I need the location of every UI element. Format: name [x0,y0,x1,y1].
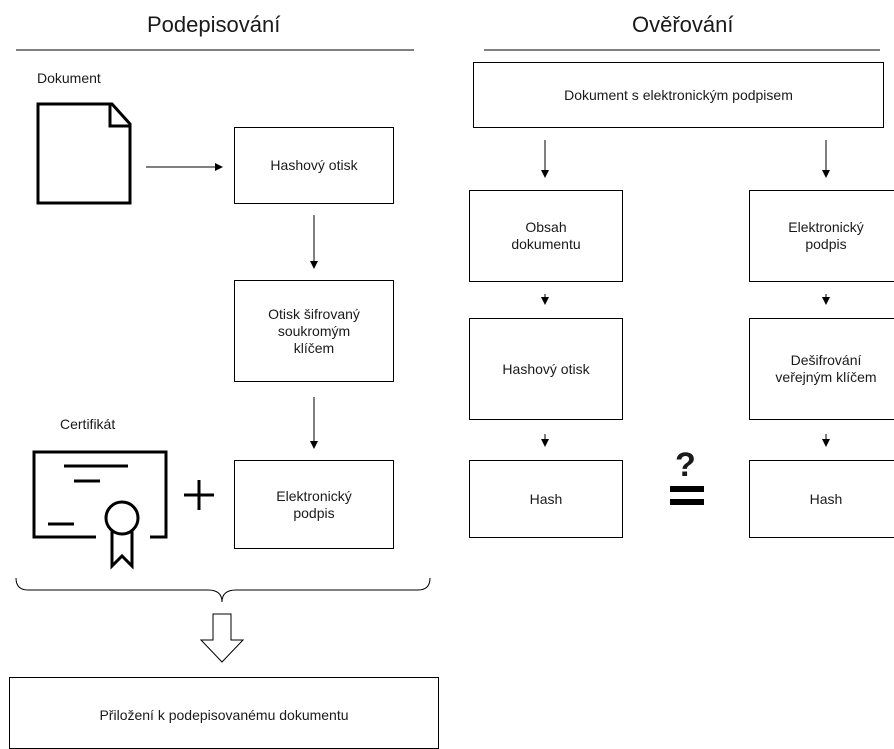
signing-heading: Podepisování [147,12,281,37]
verification-heading: Ověřování [632,12,734,37]
comparison-equals-icon [670,486,704,505]
hash-right-box: Hash [749,460,894,538]
plus-icon [184,480,214,510]
hollow-down-arrow [199,613,245,663]
document-label: Dokument [37,70,101,86]
content-box: Obsah dokumentu [469,190,623,282]
grouping-brace [15,577,431,603]
signed-document-box: Dokument s elektronickým podpisem [473,62,884,128]
decrypt-box: Dešifrování veřejným klíčem [749,318,894,420]
encrypted-hash-box: Otisk šifrovaný soukromým klíčem [234,280,394,382]
hash-left-box: Hash [469,460,623,538]
signature-box: Elektronický podpis [234,460,394,549]
attach-box: Přiložení k podepisovanému dokumentu [9,677,439,749]
document-icon [36,102,132,205]
hash-digest-box: Hashový otisk [469,318,623,420]
comparison-question-mark: ? [675,446,696,484]
hash-box: Hashový otisk [234,127,394,204]
signature-verify-box: Elektronický podpis [749,190,894,282]
certificate-icon [32,450,168,570]
certificate-label: Certifikát [60,416,116,432]
